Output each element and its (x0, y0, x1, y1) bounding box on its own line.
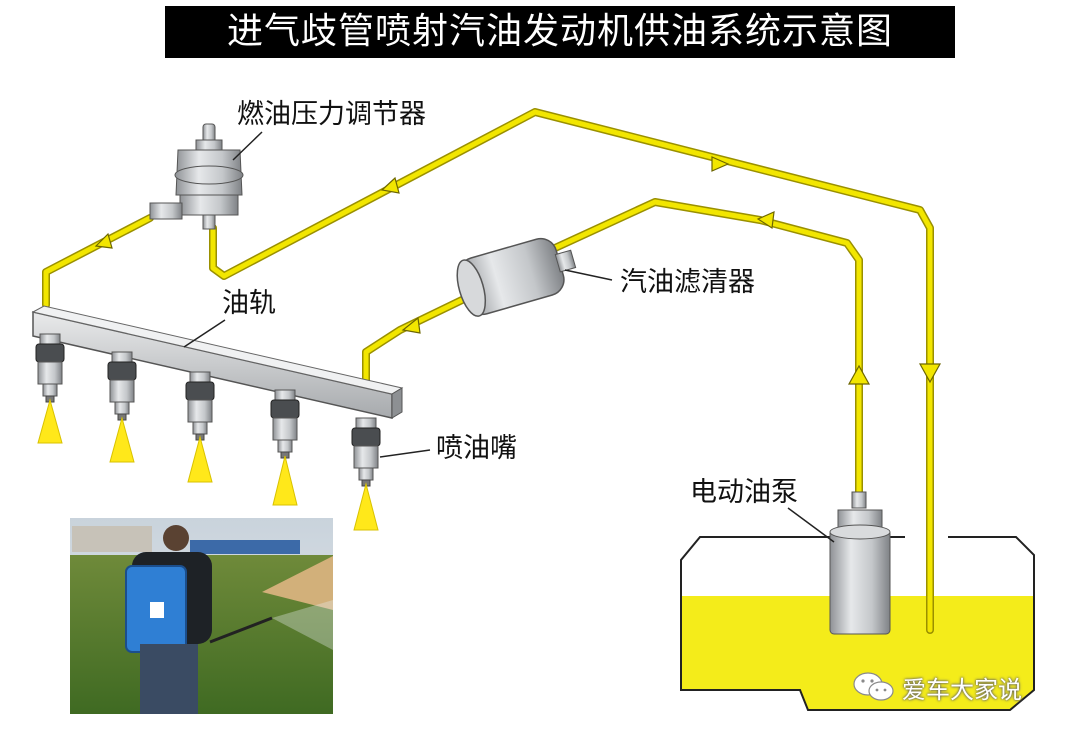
label-fuel-filter: 汽油滤清器 (620, 267, 755, 298)
label-electric-fuel-pump: 电动油泵 (690, 477, 798, 508)
page-title: 进气歧管喷射汽油发动机供油系统示意图 (165, 6, 955, 58)
sprayer-photo (70, 518, 333, 714)
fuel-pressure-regulator (149, 123, 244, 230)
arrow-up-pump-icon (847, 364, 871, 385)
arrow-to-rail-icon (401, 316, 421, 334)
arrow-left-supply-icon (756, 211, 775, 230)
label-fuel-rail: 油轨 (222, 288, 276, 319)
fuel-rail (31, 305, 404, 419)
fuel-sprays (37, 398, 379, 531)
fuel-tank (680, 536, 1035, 711)
label-fuel-injector: 喷油嘴 (436, 433, 517, 464)
leader-lines (183, 131, 835, 543)
flow-arrows (94, 156, 942, 385)
supply-line (551, 198, 863, 504)
label-fuel-pressure-regulator: 燃油压力调节器 (237, 99, 426, 130)
watermark: 爱车大家说 (852, 670, 1022, 704)
fuel-filter (456, 237, 577, 317)
arrow-return-down-icon (711, 156, 730, 172)
arrow-down-tank-icon (918, 363, 942, 384)
arrow-return-up-icon (380, 176, 400, 194)
arrow-to-regulator-icon (94, 232, 113, 249)
electric-fuel-pump (829, 491, 891, 635)
fuel-lines (42, 108, 934, 634)
wechat-icon (853, 672, 894, 701)
watermark-text: 爱车大家说 (902, 675, 1022, 704)
